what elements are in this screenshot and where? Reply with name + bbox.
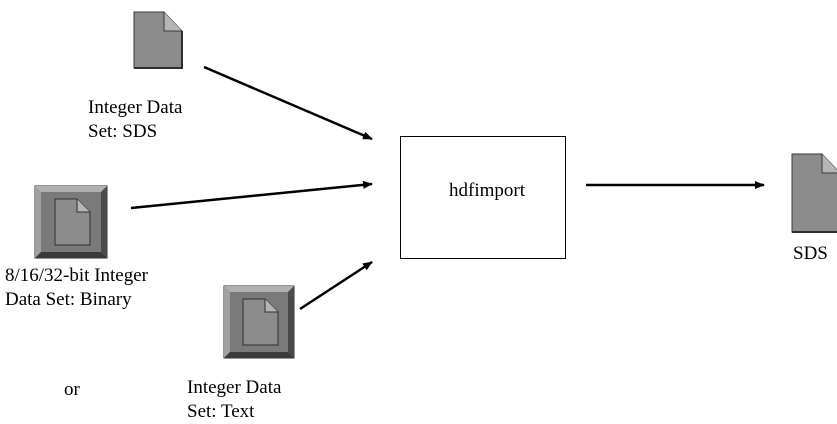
input-sds-label-line2: Set: SDS [88, 121, 158, 142]
framed-document-icon [223, 285, 295, 359]
framed-document-icon [34, 185, 108, 259]
input-text-label-line1: Integer Data [187, 377, 282, 398]
arrow-text-to-hdfimport [299, 260, 373, 311]
process-label: hdfimport [449, 180, 525, 201]
or-separator: or [64, 379, 80, 400]
arrow-binary-to-hdfimport [130, 180, 373, 210]
document-icon [791, 153, 837, 233]
input-binary-label: 8/16/32-bit Integer Data Set: Binary [5, 264, 148, 312]
arrow-sds-to-hdfimport [203, 65, 373, 141]
input-sds-label: Integer Data Set: SDS [88, 96, 182, 144]
input-binary-label-line2: Data Set: Binary [5, 289, 132, 310]
input-binary-label-line1: 8/16/32-bit Integer [5, 265, 148, 286]
input-sds-label-line1: Integer Data [88, 97, 183, 118]
document-icon [133, 11, 183, 69]
input-text-label: Integer Data Set: Text [187, 376, 281, 424]
hdfimport-process-box: hdfimport [400, 136, 566, 259]
input-text-label-line2: Set: Text [187, 401, 255, 422]
output-sds-label: SDS [793, 243, 828, 264]
